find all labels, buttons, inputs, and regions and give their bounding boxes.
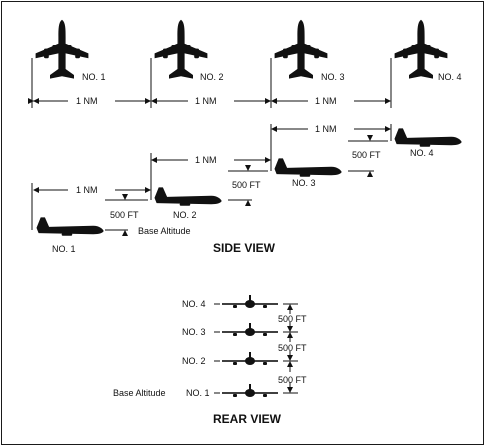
rear-aircraft-label: NO. 4 xyxy=(182,299,206,309)
rear-view-title: REAR VIEW xyxy=(213,412,282,426)
rear-altitude-1: 500 FT xyxy=(278,304,307,332)
airplane-icon xyxy=(222,384,278,397)
top-aircraft-3: NO. 3 xyxy=(274,19,345,82)
side-altitude-1: 500 FT xyxy=(105,194,148,236)
airplane-icon xyxy=(394,19,448,79)
rear-view: NO. 4 NO. 3 NO. 2 Base Altitude NO. 1 xyxy=(113,295,307,426)
airplane-icon xyxy=(154,19,208,79)
rear-aircraft-3: NO. 3 xyxy=(182,323,278,337)
top-spacing-3: 1 NM xyxy=(271,96,391,106)
top-view: NO. 1 NO. 2 NO. 3 NO. 4 1 NM 1 N xyxy=(28,19,462,108)
spacing-label: 1 NM xyxy=(76,185,98,195)
side-aircraft-2: NO. 2 xyxy=(154,187,222,220)
rear-aircraft-label: NO. 3 xyxy=(182,327,206,337)
spacing-label: 1 NM xyxy=(315,96,337,106)
top-aircraft-label: NO. 4 xyxy=(438,72,462,82)
top-spacing-2: 1 NM xyxy=(151,96,271,106)
airplane-icon xyxy=(222,295,278,308)
altitude-label: 500 FT xyxy=(278,314,307,324)
side-aircraft-3: NO. 3 xyxy=(274,158,342,188)
airplane-icon xyxy=(35,19,89,79)
rear-aircraft-1: Base Altitude NO. 1 xyxy=(113,384,278,398)
side-altitude-2: 500 FT xyxy=(228,165,268,206)
spacing-label: 1 NM xyxy=(76,96,98,106)
airplane-icon xyxy=(154,187,222,206)
side-spacing-3: 1 NM xyxy=(271,124,391,134)
side-aircraft-4: NO. 4 xyxy=(394,128,462,158)
base-altitude-label: Base Altitude xyxy=(138,226,191,236)
side-aircraft-label: NO. 3 xyxy=(292,178,316,188)
side-aircraft-label: NO. 2 xyxy=(173,210,197,220)
top-aircraft-label: NO. 1 xyxy=(82,72,106,82)
airplane-icon xyxy=(274,158,342,177)
airplane-icon xyxy=(36,217,104,236)
altitude-label: 500 FT xyxy=(232,180,261,190)
airplane-icon xyxy=(222,352,278,365)
top-aircraft-label: NO. 2 xyxy=(200,72,224,82)
rear-aircraft-4: NO. 4 xyxy=(182,295,278,309)
airplane-icon xyxy=(274,19,328,79)
side-spacing-2: 1 NM xyxy=(151,155,271,165)
top-aircraft-2: NO. 2 xyxy=(154,19,224,82)
altitude-label: 500 FT xyxy=(352,150,381,160)
airplane-icon xyxy=(394,128,462,147)
rear-aircraft-2: NO. 2 xyxy=(182,352,278,366)
top-aircraft-label: NO. 3 xyxy=(321,72,345,82)
spacing-label: 1 NM xyxy=(315,124,337,134)
side-view: NO. 1 NO. 2 NO. 3 NO. 4 1 NM 1 NM xyxy=(31,124,462,255)
rear-aircraft-label: NO. 1 xyxy=(186,388,210,398)
airplane-icon xyxy=(222,323,278,336)
top-aircraft-1: NO. 1 xyxy=(35,19,106,82)
side-spacing-1: 1 NM xyxy=(33,185,151,195)
top-spacing-1: 1 NM xyxy=(28,96,151,106)
altitude-label: 500 FT xyxy=(278,343,307,353)
rear-altitude-2: 500 FT xyxy=(278,332,307,361)
rear-base-altitude-label: Base Altitude xyxy=(113,388,166,398)
altitude-label: 500 FT xyxy=(110,210,139,220)
side-altitude-3: 500 FT xyxy=(348,135,388,177)
altitude-label: 500 FT xyxy=(278,375,307,385)
side-aircraft-label: NO. 1 xyxy=(52,244,76,254)
spacing-label: 1 NM xyxy=(195,96,217,106)
rear-aircraft-label: NO. 2 xyxy=(182,356,206,366)
top-aircraft-4: NO. 4 xyxy=(394,19,462,82)
spacing-label: 1 NM xyxy=(195,155,217,165)
side-aircraft-1: NO. 1 xyxy=(36,217,104,254)
rear-altitude-3: 500 FT xyxy=(278,361,307,393)
side-aircraft-label: NO. 4 xyxy=(410,148,434,158)
side-view-title: SIDE VIEW xyxy=(213,241,276,255)
